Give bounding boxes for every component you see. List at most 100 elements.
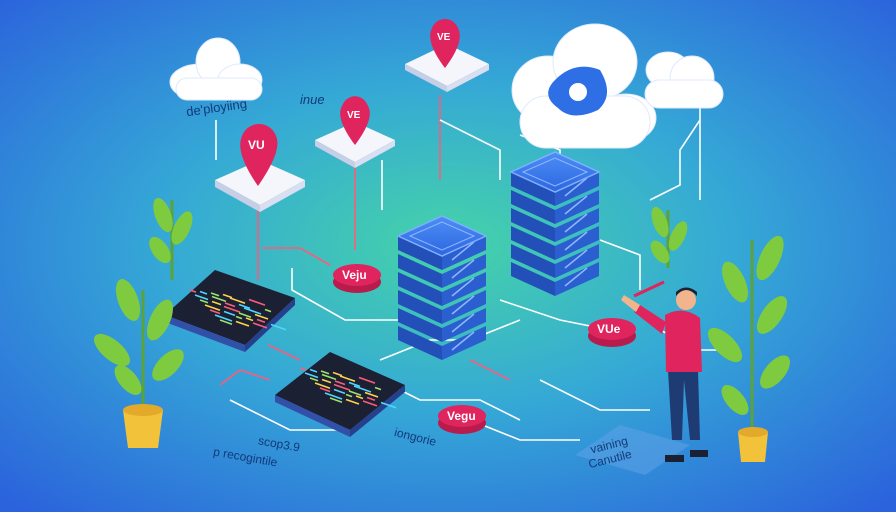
code-line — [309, 368, 318, 373]
server-unit-front — [555, 190, 599, 224]
connector-lines — [215, 95, 720, 441]
code-line — [345, 393, 353, 398]
server-unit-front — [442, 254, 486, 288]
code-line — [199, 290, 208, 295]
server-unit-side — [511, 172, 555, 206]
code-line — [353, 385, 372, 393]
code-line — [235, 320, 250, 327]
code-line — [204, 304, 221, 312]
code-line — [309, 377, 319, 382]
server-top-panel — [408, 221, 476, 251]
code-line — [374, 386, 382, 391]
code-line — [210, 292, 220, 297]
code-line — [321, 378, 332, 384]
code-line — [238, 303, 251, 310]
code-line — [334, 380, 346, 386]
code-line — [314, 382, 331, 390]
code-line — [238, 312, 252, 318]
server-top — [509, 151, 601, 193]
plant-icon — [93, 279, 184, 448]
code-line — [339, 375, 356, 383]
code-line — [199, 299, 209, 304]
code-line — [211, 295, 227, 303]
server-unit-light — [451, 277, 475, 297]
code-line — [304, 372, 319, 379]
code-line — [329, 397, 343, 403]
code-line — [366, 396, 376, 402]
code-line — [194, 294, 209, 301]
code-line — [299, 367, 307, 371]
server-unit-front — [442, 326, 486, 360]
code-line — [223, 305, 241, 313]
server-unit-side — [398, 308, 442, 342]
disc-label-upper-left: Veju — [342, 268, 367, 282]
server-unit-front — [555, 208, 599, 242]
vue-disc-right — [588, 318, 636, 347]
server-unit-light — [564, 177, 588, 197]
server-unit-light — [451, 295, 475, 315]
server-unit-front — [555, 226, 599, 260]
terminal-window-icon — [165, 270, 295, 352]
code-line — [209, 309, 221, 315]
vue-location-pin-icon — [240, 124, 278, 186]
vue-disc-upper-left — [333, 264, 381, 293]
server-unit-front — [442, 272, 486, 306]
server-unit-front — [555, 262, 599, 296]
code-line — [224, 302, 236, 308]
server-unit-light — [564, 195, 588, 215]
server-unit-light — [451, 313, 475, 333]
code-line — [223, 310, 236, 317]
label-inue: inue — [300, 92, 325, 107]
server-stack-icon — [396, 215, 488, 360]
code-line — [245, 317, 254, 322]
gear-icon — [548, 66, 608, 116]
server-unit-side — [511, 226, 555, 260]
code-line — [380, 401, 397, 409]
server-unit-light — [564, 213, 588, 233]
vue-location-pin-icon — [430, 19, 460, 68]
server-unit-light — [564, 267, 588, 287]
code-line — [333, 388, 346, 395]
plant-icon — [149, 197, 193, 280]
server-unit-front — [442, 290, 486, 324]
pin-label-middle: VE — [347, 110, 361, 121]
vue-location-pin-icon — [340, 96, 370, 145]
server-unit-front — [555, 244, 599, 278]
developer-figure — [621, 280, 708, 462]
code-line — [189, 289, 197, 293]
code-line — [229, 297, 246, 305]
server-unit-side — [398, 290, 442, 324]
code-line — [355, 395, 364, 400]
code-line — [243, 307, 262, 315]
server-unit-side — [511, 208, 555, 242]
server-top-panel — [521, 157, 589, 187]
server-stack-icon — [509, 151, 601, 296]
server-unit-side — [511, 244, 555, 278]
disc-label-lower-mid: Vegu — [447, 409, 476, 423]
code-line — [345, 398, 360, 405]
code-line — [252, 322, 268, 329]
code-line — [256, 318, 266, 324]
server-unit-side — [398, 272, 442, 306]
server-unit-side — [398, 254, 442, 288]
code-line — [248, 298, 266, 306]
server-unit-side — [398, 236, 442, 270]
code-line — [320, 370, 330, 375]
server-unit-side — [511, 262, 555, 296]
cloud-icon — [169, 37, 263, 101]
plant-icon — [650, 206, 688, 268]
code-line — [270, 323, 287, 331]
server-unit-light — [451, 259, 475, 279]
server-unit-side — [398, 326, 442, 360]
server-unit-side — [511, 190, 555, 224]
code-line — [348, 390, 362, 396]
server-unit-light — [564, 249, 588, 269]
code-line — [362, 400, 378, 407]
code-line — [364, 391, 379, 398]
server-unit-light — [451, 331, 475, 351]
cloud-icon — [644, 51, 724, 109]
disc-label-right: VUe — [597, 322, 621, 336]
code-line — [319, 387, 331, 393]
code-line — [214, 314, 233, 322]
